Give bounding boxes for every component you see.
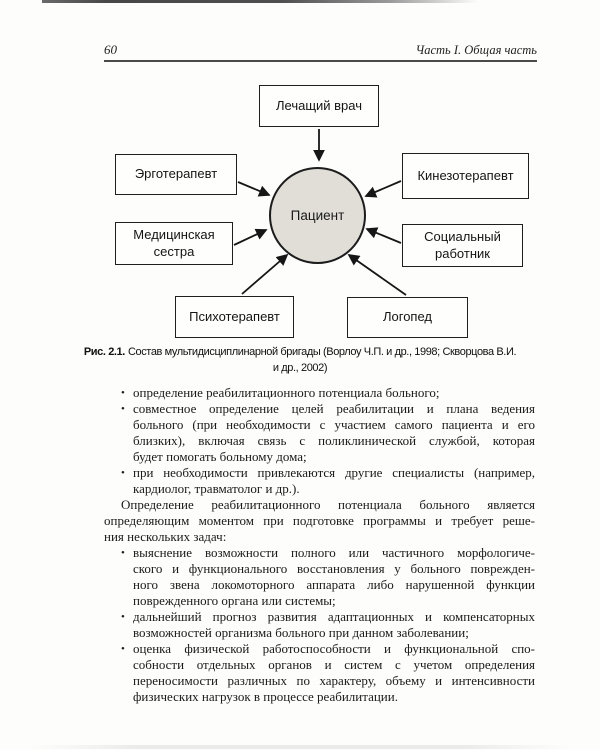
diagram-node-kinesitherapist: Кинезотерапевт xyxy=(402,153,529,199)
diagram-center-patient: Пациент xyxy=(269,167,366,264)
text-line: больного (при необходимости с участием с… xyxy=(133,417,535,432)
paragraph: Определение реабилитационного потенциала… xyxy=(104,497,535,545)
node-label: Лечащий врач xyxy=(275,97,363,113)
header-rule xyxy=(104,60,537,62)
body-text: • определение реабилитационного потенциал… xyxy=(104,385,535,705)
node-label: Психотерапевт xyxy=(189,308,280,324)
diagram-node-social-worker: Социальный работник xyxy=(402,224,523,267)
scan-edge-artifact-bottom xyxy=(30,745,570,749)
figure-caption: Рис. 2.1.Состав мультидисциплинарной бри… xyxy=(0,345,600,376)
text-line: переносимости различных по характеру, об… xyxy=(133,673,535,688)
list-item: • при необходимости привлекаются другие с… xyxy=(121,465,535,497)
text-line: ного звена локомоторного аппарата либо н… xyxy=(133,577,535,592)
bullet-list-1: • определение реабилитационного потенциал… xyxy=(104,385,535,497)
text-line: собности отдельных органов и систем с уч… xyxy=(133,657,535,672)
bullet-icon: • xyxy=(121,403,125,415)
scan-edge-artifact-top xyxy=(42,0,478,3)
diagram-node-attending-physician: Лечащий врач xyxy=(259,85,379,127)
text-line: оценка физической работоспособности и фу… xyxy=(133,641,535,656)
node-label: Логопед xyxy=(382,309,433,325)
text-line: определяющим моментом при подготовке про… xyxy=(104,513,535,528)
list-item: • дальнейший прогноз развития адаптационн… xyxy=(121,609,535,641)
node-label: Медицинская сестра xyxy=(133,227,215,259)
running-head: Часть I. Общая часть xyxy=(415,43,537,57)
node-label: Социальный работник xyxy=(424,229,501,261)
patient-label: Пациент xyxy=(290,208,345,223)
text-line: при необходимости привлекаются другие сп… xyxy=(133,465,535,480)
text-line: выяснение возможности полного или частич… xyxy=(133,545,535,560)
text-line: близких), включая связь с поликлиническо… xyxy=(133,433,535,448)
diagram-node-psychotherapist: Психотерапевт xyxy=(175,296,294,338)
caption-line-2: и др., 2002) xyxy=(272,361,328,374)
caption-text: Состав мультидисциплинарной бригады (Вор… xyxy=(127,346,517,358)
text-line: физических нагрузок в процессе реабилита… xyxy=(133,689,398,704)
figure-number: Рис. 2.1. xyxy=(83,346,125,358)
diagram-node-ergotherapist: Эрготерапевт xyxy=(115,154,237,195)
list-item: • определение реабилитационного потенциал… xyxy=(121,385,535,401)
text-line: дальнейший прогноз развития адаптационны… xyxy=(133,609,535,624)
text-line: возможностей организма больного при данн… xyxy=(133,625,469,640)
diagram-node-speech-therapist: Логопед xyxy=(347,297,468,338)
bullet-list-2: • выяснение возможности полного или части… xyxy=(104,545,535,705)
list-item: • оценка физической работоспособности и ф… xyxy=(121,641,535,705)
bullet-icon: • xyxy=(121,643,125,655)
text-line: кардиолог, травматолог и др.). xyxy=(133,481,300,496)
node-label: Кинезотерапевт xyxy=(417,167,514,183)
text-line: поврежденного органа или системы; xyxy=(133,593,336,608)
text-line: ния нескольких задач: xyxy=(104,529,227,544)
page-number: 60 xyxy=(104,42,117,57)
text-line: Определение реабилитационного потенциала… xyxy=(121,497,535,512)
bullet-icon: • xyxy=(121,387,125,399)
caption-line-1: Рис. 2.1.Состав мультидисциплинарной бри… xyxy=(0,345,600,361)
diagram-node-nurse: Медицинская сестра xyxy=(115,222,233,265)
text-line: определение реабилитационного потенциала… xyxy=(133,385,440,400)
bullet-icon: • xyxy=(121,611,125,623)
text-line: будет помогать больному дома; xyxy=(133,449,307,464)
text-line: ского и функционального восстановления у… xyxy=(133,561,535,576)
list-item: • выяснение возможности полного или части… xyxy=(121,545,535,609)
list-item: • совместное определение целей реабилитац… xyxy=(121,401,535,465)
bullet-icon: • xyxy=(121,467,125,479)
text-line: совместное определение целей реабилитаци… xyxy=(133,401,535,416)
bullet-icon: • xyxy=(121,547,125,559)
node-label: Эрготерапевт xyxy=(134,166,218,182)
